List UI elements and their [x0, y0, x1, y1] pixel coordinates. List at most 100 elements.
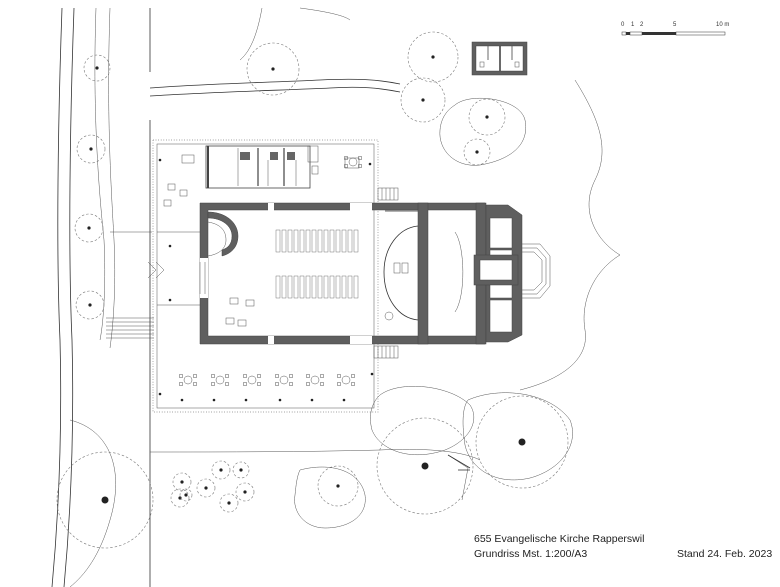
tree-trunk [243, 490, 247, 494]
chair [344, 164, 348, 168]
chair [257, 374, 261, 378]
pew [293, 275, 299, 299]
tree-canopy [407, 31, 459, 83]
pew [329, 229, 335, 253]
tree-trunk [431, 55, 435, 59]
site-boundaries [149, 7, 621, 587]
chair [320, 374, 324, 378]
tree-trunk [180, 480, 184, 484]
pew [353, 229, 359, 253]
chair [289, 382, 293, 386]
tree-canopy [246, 42, 300, 96]
chair [306, 382, 310, 386]
table [310, 375, 320, 385]
table [215, 375, 225, 385]
tree-canopy [232, 461, 250, 479]
pew [335, 275, 341, 299]
pew [299, 275, 305, 299]
scale-bar [621, 31, 726, 36]
tree-trunk [227, 501, 231, 505]
toilet-building [471, 41, 528, 76]
chair [351, 382, 355, 386]
tree-canopy [170, 488, 190, 508]
annex [181, 145, 360, 189]
tree-canopy [196, 478, 216, 498]
chair [225, 382, 229, 386]
pew [275, 229, 281, 253]
drawing-title: Grundriss Mst. 1:200/A3 [474, 548, 588, 560]
stairs [106, 187, 399, 359]
pew [305, 275, 311, 299]
tree-trunk [485, 115, 489, 119]
tree-canopy [76, 134, 106, 164]
tree-canopy [56, 451, 154, 549]
chancel [383, 210, 464, 321]
tree-trunk [184, 493, 188, 497]
terrace-tables [179, 156, 362, 386]
tree-trunk [87, 226, 91, 230]
chair [275, 382, 279, 386]
scale-tick-0: 0 [621, 22, 625, 28]
pew [281, 275, 287, 299]
pew [341, 229, 347, 253]
chair [257, 382, 261, 386]
chair [243, 374, 247, 378]
table [183, 375, 193, 385]
chair [243, 382, 247, 386]
tree-trunk [101, 496, 109, 504]
pew [347, 275, 353, 299]
pew [317, 275, 323, 299]
status-date: Stand 24. Feb. 2023 [677, 548, 773, 560]
tree-trunk [204, 486, 208, 490]
pew [311, 229, 317, 253]
tree-trunk [178, 496, 182, 500]
pew [275, 275, 281, 299]
pew [299, 229, 305, 253]
tree-canopy [468, 98, 506, 136]
tree-canopy [475, 395, 569, 489]
chair [179, 374, 183, 378]
chair [337, 374, 341, 378]
tree-canopy [376, 417, 474, 515]
tree-trunk [95, 66, 99, 70]
scale-tick-1: 1 [631, 22, 635, 28]
pew [317, 229, 323, 253]
chair [211, 374, 215, 378]
tree-canopy [211, 460, 231, 480]
tree-canopy [74, 213, 104, 243]
chair [193, 382, 197, 386]
pew [353, 275, 359, 299]
tree-canopy [317, 465, 359, 507]
chair [306, 374, 310, 378]
pew [281, 229, 287, 253]
tree-canopy [75, 290, 105, 320]
spiral-stair [207, 211, 239, 257]
table [341, 375, 351, 385]
pew [341, 275, 347, 299]
chair [225, 374, 229, 378]
pews [275, 229, 359, 299]
tree-trunk [219, 468, 223, 472]
tree-trunk [475, 150, 479, 154]
table [348, 157, 358, 167]
pew [323, 275, 329, 299]
chair [289, 374, 293, 378]
chair [320, 382, 324, 386]
trees [56, 31, 569, 549]
tree-canopy [219, 493, 239, 513]
tree-trunk [89, 147, 93, 151]
pew [347, 229, 353, 253]
terrace [152, 139, 379, 413]
tree-trunk [336, 484, 340, 488]
tree-trunk [88, 303, 92, 307]
tree-canopy [463, 138, 491, 166]
church-walls [199, 202, 551, 345]
table [279, 375, 289, 385]
interior-furniture [163, 183, 255, 327]
project-title: 655 Evangelische Kirche Rapperswil [474, 533, 645, 545]
pew [311, 275, 317, 299]
tree-canopy [172, 472, 192, 492]
chair [275, 374, 279, 378]
pew [335, 229, 341, 253]
